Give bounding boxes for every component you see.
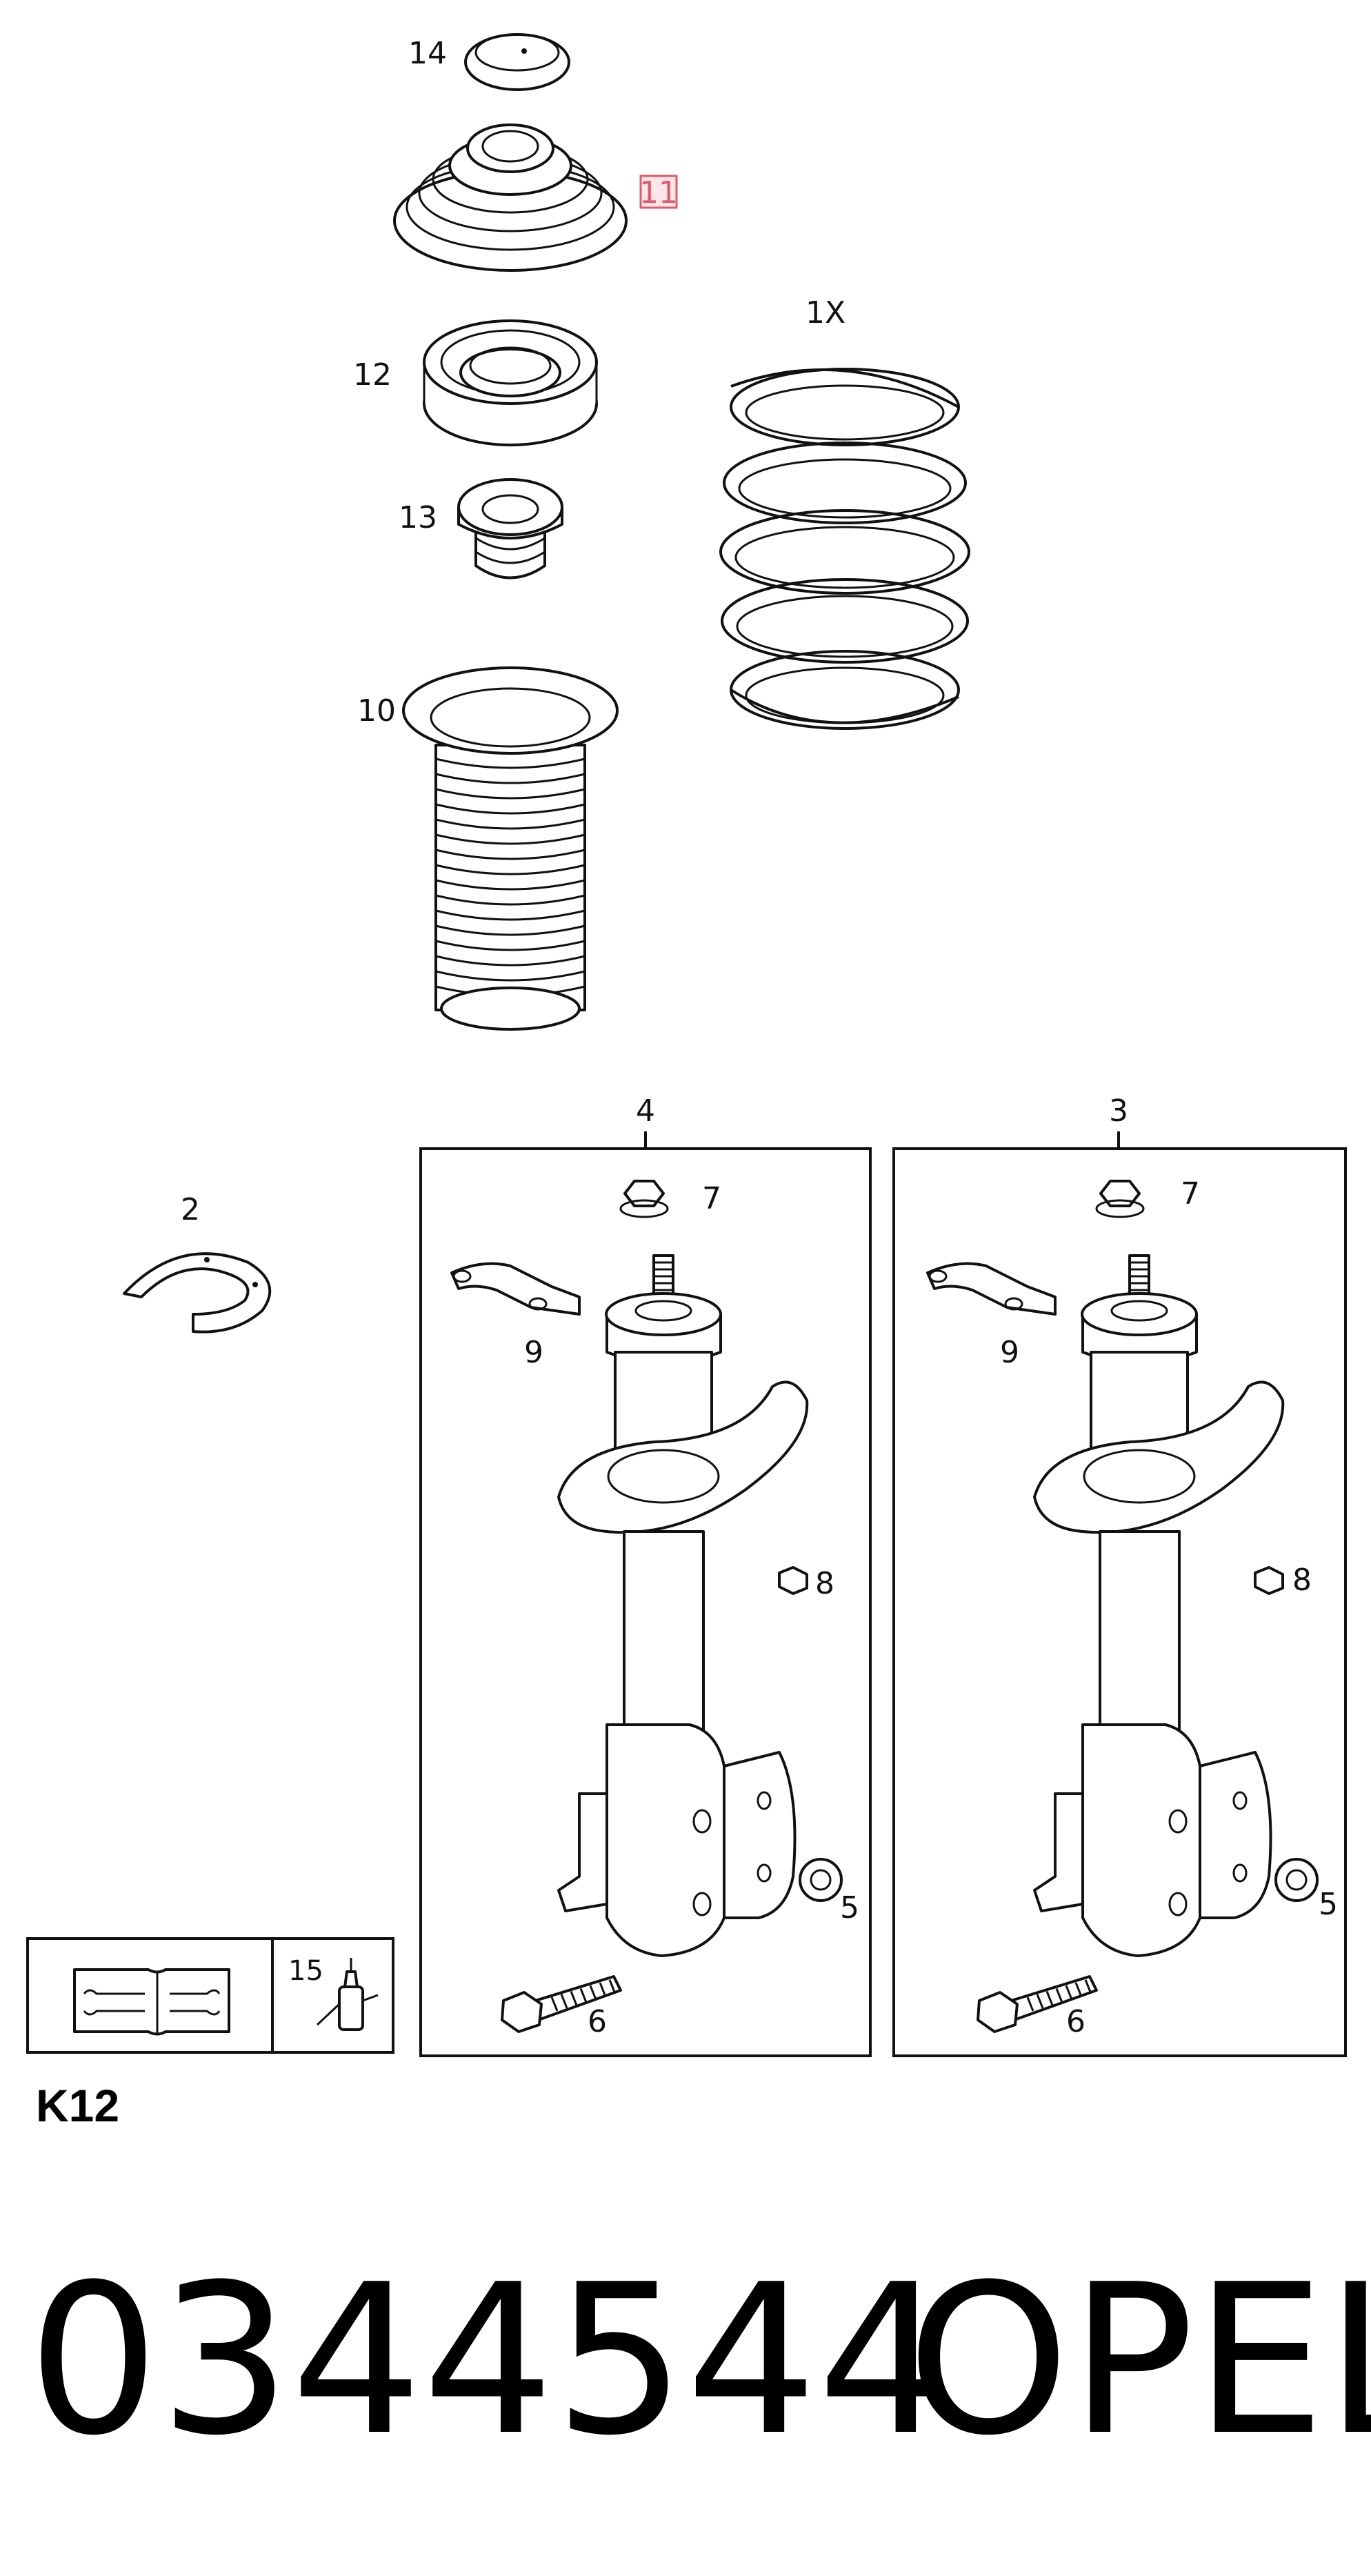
part-1x-coil-spring[interactable] [719, 368, 970, 730]
label-8-right: 8 [1292, 1563, 1312, 1598]
lubricant-bottle-icon [316, 1958, 379, 2031]
label-7-left: 7 [702, 1181, 721, 1216]
part-14-cap[interactable] [464, 33, 570, 91]
label-10: 10 [357, 693, 396, 729]
label-14: 14 [408, 36, 447, 71]
manual-book-wrench-icon [73, 1968, 230, 2036]
label-9-left: 9 [524, 1335, 543, 1370]
label-15: 15 [288, 1955, 323, 1987]
label-7-right: 7 [1181, 1176, 1200, 1211]
label-6-right: 6 [1066, 2004, 1085, 2039]
label-9-right: 9 [1000, 1335, 1019, 1370]
label-2: 2 [181, 1192, 200, 1227]
label-3: 3 [1109, 1093, 1128, 1129]
diagram-code: K12 [36, 2080, 119, 2131]
label-4: 4 [636, 1093, 655, 1129]
label-8-left: 8 [815, 1566, 834, 1601]
part-10-dust-boot[interactable] [402, 666, 619, 1031]
brand-name: OPEL [907, 2240, 1371, 2481]
part-12-bearing[interactable] [423, 319, 598, 446]
label-6-left: 6 [588, 2004, 607, 2039]
part-2-spring-insulator[interactable] [123, 1252, 272, 1334]
label-11-highlight [639, 175, 678, 209]
label-12: 12 [353, 357, 392, 393]
part-13-bump-stop[interactable] [457, 478, 563, 579]
part-11-strut-mount[interactable] [393, 123, 628, 272]
label-11[interactable]: 11 [639, 175, 678, 210]
part-number: 0344544 [28, 2240, 949, 2481]
label-13: 13 [399, 500, 437, 535]
label-5-left: 5 [840, 1890, 859, 1925]
legend-box [26, 1937, 394, 2054]
strut-assembly-right[interactable] [926, 1180, 1319, 2033]
label-5-right: 5 [1319, 1887, 1338, 1922]
label-1x: 1X [805, 295, 845, 330]
strut-assembly-left[interactable] [450, 1180, 843, 2033]
